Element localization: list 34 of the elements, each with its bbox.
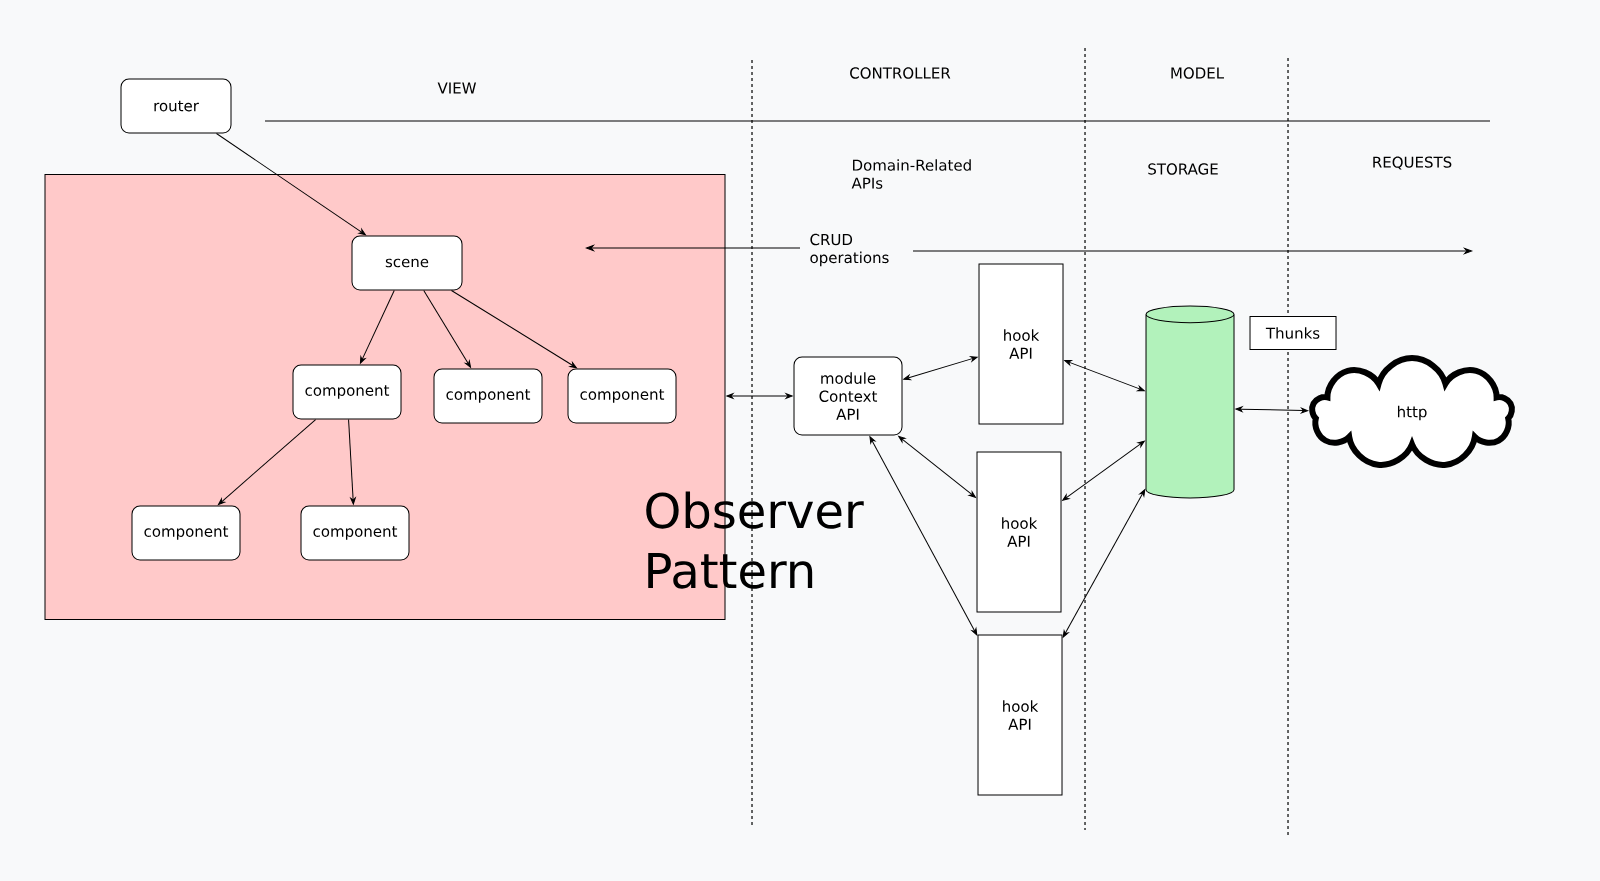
process-box: component: [131, 505, 241, 561]
process-box: component: [300, 505, 410, 561]
process-box: hook API: [976, 451, 1062, 613]
arrow: [869, 436, 978, 636]
section-label: MODEL: [1171, 67, 1224, 79]
section-label: REQUESTS: [1373, 156, 1452, 170]
arrow: [1064, 360, 1145, 392]
process-box: component: [567, 368, 677, 424]
arrow: [903, 356, 978, 381]
process-box: Thunks: [1249, 316, 1337, 350]
arrow: [1062, 440, 1145, 501]
process-box: router: [120, 78, 232, 134]
arrow: [726, 393, 793, 399]
process-box: hook API: [977, 634, 1063, 796]
section-label: Domain-Related APIs: [851, 159, 971, 189]
section-label: CRUD operations: [810, 233, 889, 267]
process-box: scene: [351, 235, 463, 291]
process-box: module Context API: [793, 356, 903, 436]
arrow: [1062, 489, 1146, 638]
arrow: [217, 419, 317, 506]
process-box: component: [433, 368, 543, 424]
arrow: [215, 133, 366, 236]
process-box: component: [292, 364, 402, 420]
arrow: [359, 290, 395, 364]
arrow: [423, 290, 472, 368]
arrow: [450, 290, 577, 369]
section-label: CONTROLLER: [850, 67, 951, 79]
section-label: VIEW: [437, 82, 476, 94]
arrow: [348, 419, 356, 505]
database-cylinder: [1145, 305, 1235, 499]
process-box: hook API: [978, 263, 1064, 425]
arrow: [1235, 406, 1309, 414]
arrow: [898, 435, 976, 498]
section-label: STORAGE: [1148, 163, 1218, 175]
